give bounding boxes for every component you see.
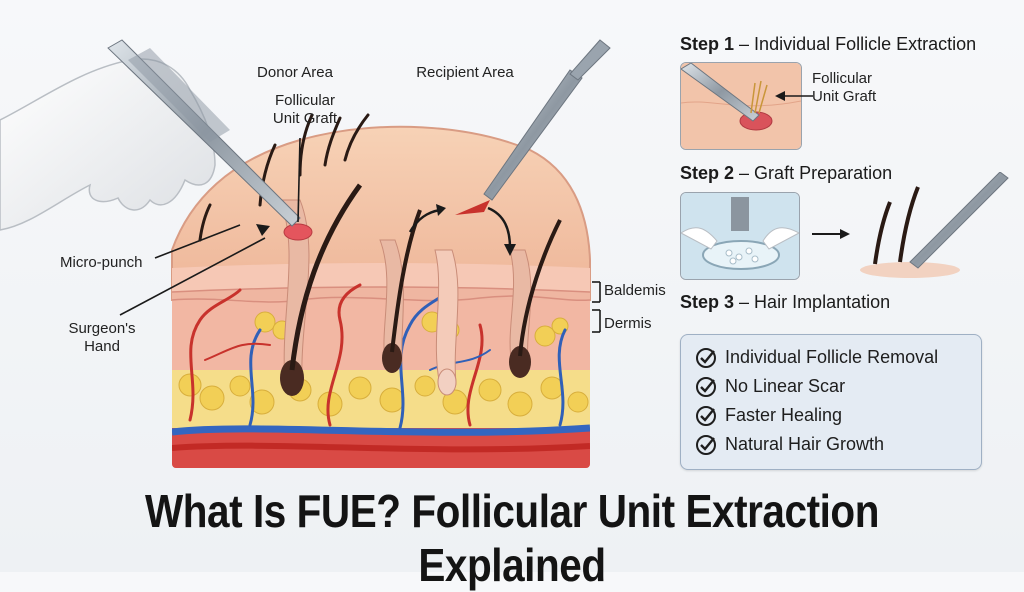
micro-punch-label: Micro-punch <box>60 254 143 271</box>
benefits-box: Individual Follicle Removal No Linear Sc… <box>680 334 982 470</box>
benefit-item: Faster Healing <box>681 401 981 430</box>
surgeons-hand-label: Surgeon's Hand <box>68 320 136 355</box>
benefit-item: Individual Follicle Removal <box>681 343 981 372</box>
micro-punch-tool-icon <box>107 39 301 227</box>
donor-wound <box>283 223 313 241</box>
recipient-area-label: Recipient Area <box>416 64 514 81</box>
step-1-thumbnail <box>680 62 802 150</box>
step-3-title: Step 3 – Hair Implantation <box>680 292 891 312</box>
recipient-incision <box>455 200 490 215</box>
benefit-item: No Linear Scar <box>681 372 981 401</box>
baldemis-label: Baldemis <box>604 282 666 299</box>
donor-area-label: Donor Area <box>257 64 333 81</box>
benefit-item: Natural Hair Growth <box>681 430 981 459</box>
implanter-icon <box>483 39 611 201</box>
skin-cross-section-diagram <box>0 39 611 468</box>
step-1-callout-label: Follicular Unit Graft <box>812 70 877 105</box>
step-1-callout-pointer <box>775 91 813 101</box>
step-2-title: Step 2 – Graft Preparation <box>680 163 893 183</box>
follicular-unit-graft-label: Follicular Unit Graft <box>272 92 338 127</box>
dermis-label: Dermis <box>604 315 652 332</box>
step-2-implant-illustration <box>812 172 1009 278</box>
check-circle-icon <box>696 434 716 455</box>
scalp-surface <box>171 125 591 301</box>
check-circle-icon <box>696 405 716 426</box>
check-circle-icon <box>696 347 716 368</box>
step-1-title: Step 1 – Individual Follicle Extraction <box>680 34 977 54</box>
page-title: What Is FUE? Follicular Unit Extraction … <box>144 485 880 591</box>
microscope-icon <box>731 197 749 231</box>
check-circle-icon <box>696 376 716 397</box>
step-2-thumbnail <box>680 192 800 280</box>
